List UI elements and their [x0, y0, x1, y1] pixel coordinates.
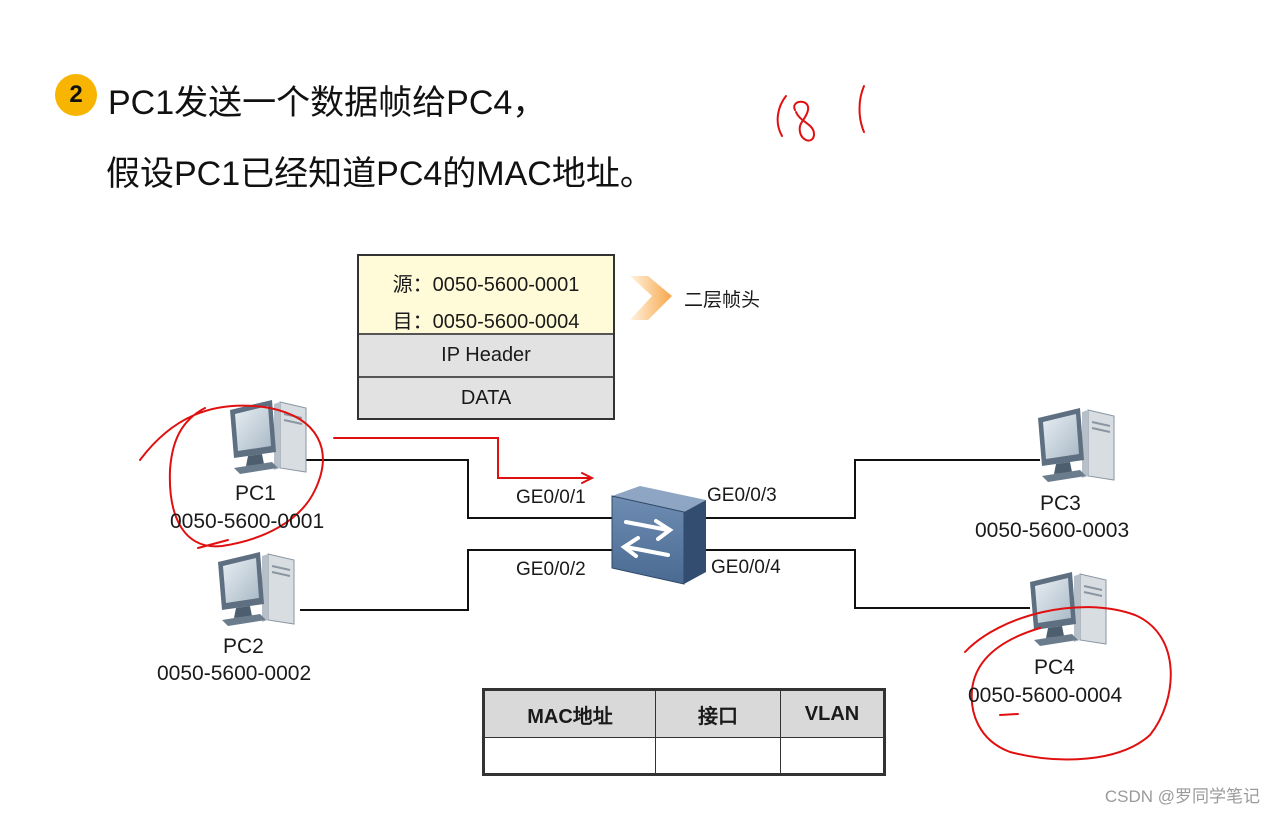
pc1-name: PC1 [235, 482, 276, 505]
frame-src-mac: 源：0050-5600-0001 [392, 274, 580, 296]
pc1-mac: 0050-5600-0001 [170, 510, 325, 533]
pc2-computer-icon [217, 551, 295, 627]
annotation-scribble-2 [858, 85, 865, 133]
switch-icon [611, 486, 706, 585]
frame-dst-mac: 目：0050-5600-0004 [392, 311, 580, 333]
mac-address-table: MAC地址 接口 VLAN [482, 688, 886, 776]
pc4-computer-icon [1029, 571, 1107, 647]
port-ge001: GE0/0/1 [516, 487, 586, 508]
step-badge: 2 [55, 74, 97, 116]
annotation-path [333, 437, 591, 479]
title-line-1: PC1发送一个数据帧给PC4， [108, 84, 547, 122]
cell-interface-empty [655, 737, 781, 774]
title-line-2: 假设PC1已经知道PC4的MAC地址。 [106, 155, 654, 193]
pc4-mac: 0050-5600-0004 [968, 684, 1123, 707]
pc4-name: PC4 [1034, 656, 1075, 679]
col-vlan: VLAN [780, 690, 884, 738]
cell-vlan-empty [780, 737, 884, 774]
port-ge002: GE0/0/2 [516, 559, 586, 580]
l2-header-label: 二层帧头 [684, 290, 761, 311]
port-ge003: GE0/0/3 [707, 485, 777, 506]
link-pc2 [300, 549, 612, 611]
l2-frame-header: 源：0050-5600-0001 目：0050-5600-0004 [359, 256, 613, 335]
link-pc1 [300, 459, 612, 519]
pc2-name: PC2 [223, 635, 264, 658]
cell-mac-empty [484, 737, 656, 774]
pc2-mac: 0050-5600-0002 [157, 662, 312, 685]
annotation-underline-pc1 [197, 539, 229, 549]
annotation-underline-pc4 [999, 713, 1019, 716]
watermark: CSDN @罗同学笔记 [1104, 787, 1260, 806]
frame-ip-header: IP Header [359, 335, 613, 378]
annotations [139, 85, 1172, 761]
pc1-computer-icon [229, 399, 307, 475]
port-ge004: GE0/0/4 [711, 557, 781, 578]
annotation-scribble [776, 95, 816, 142]
links [300, 459, 1040, 611]
annotation-arrowhead [581, 472, 595, 484]
col-interface: 接口 [655, 690, 781, 738]
arrow-icon [630, 276, 672, 320]
link-pc3 [688, 459, 1040, 519]
link-pc4 [688, 549, 1030, 609]
pc3-name: PC3 [1040, 492, 1081, 515]
annotation-circle-pc4 [964, 606, 1172, 761]
frame-structure: 源：0050-5600-0001 目：0050-5600-0004 IP Hea… [357, 254, 615, 420]
pc3-computer-icon [1037, 407, 1115, 483]
annotation-circle-pc1 [139, 404, 324, 548]
pc3-mac: 0050-5600-0003 [975, 519, 1130, 542]
frame-data: DATA [460, 387, 512, 409]
col-mac-address: MAC地址 [484, 690, 656, 738]
